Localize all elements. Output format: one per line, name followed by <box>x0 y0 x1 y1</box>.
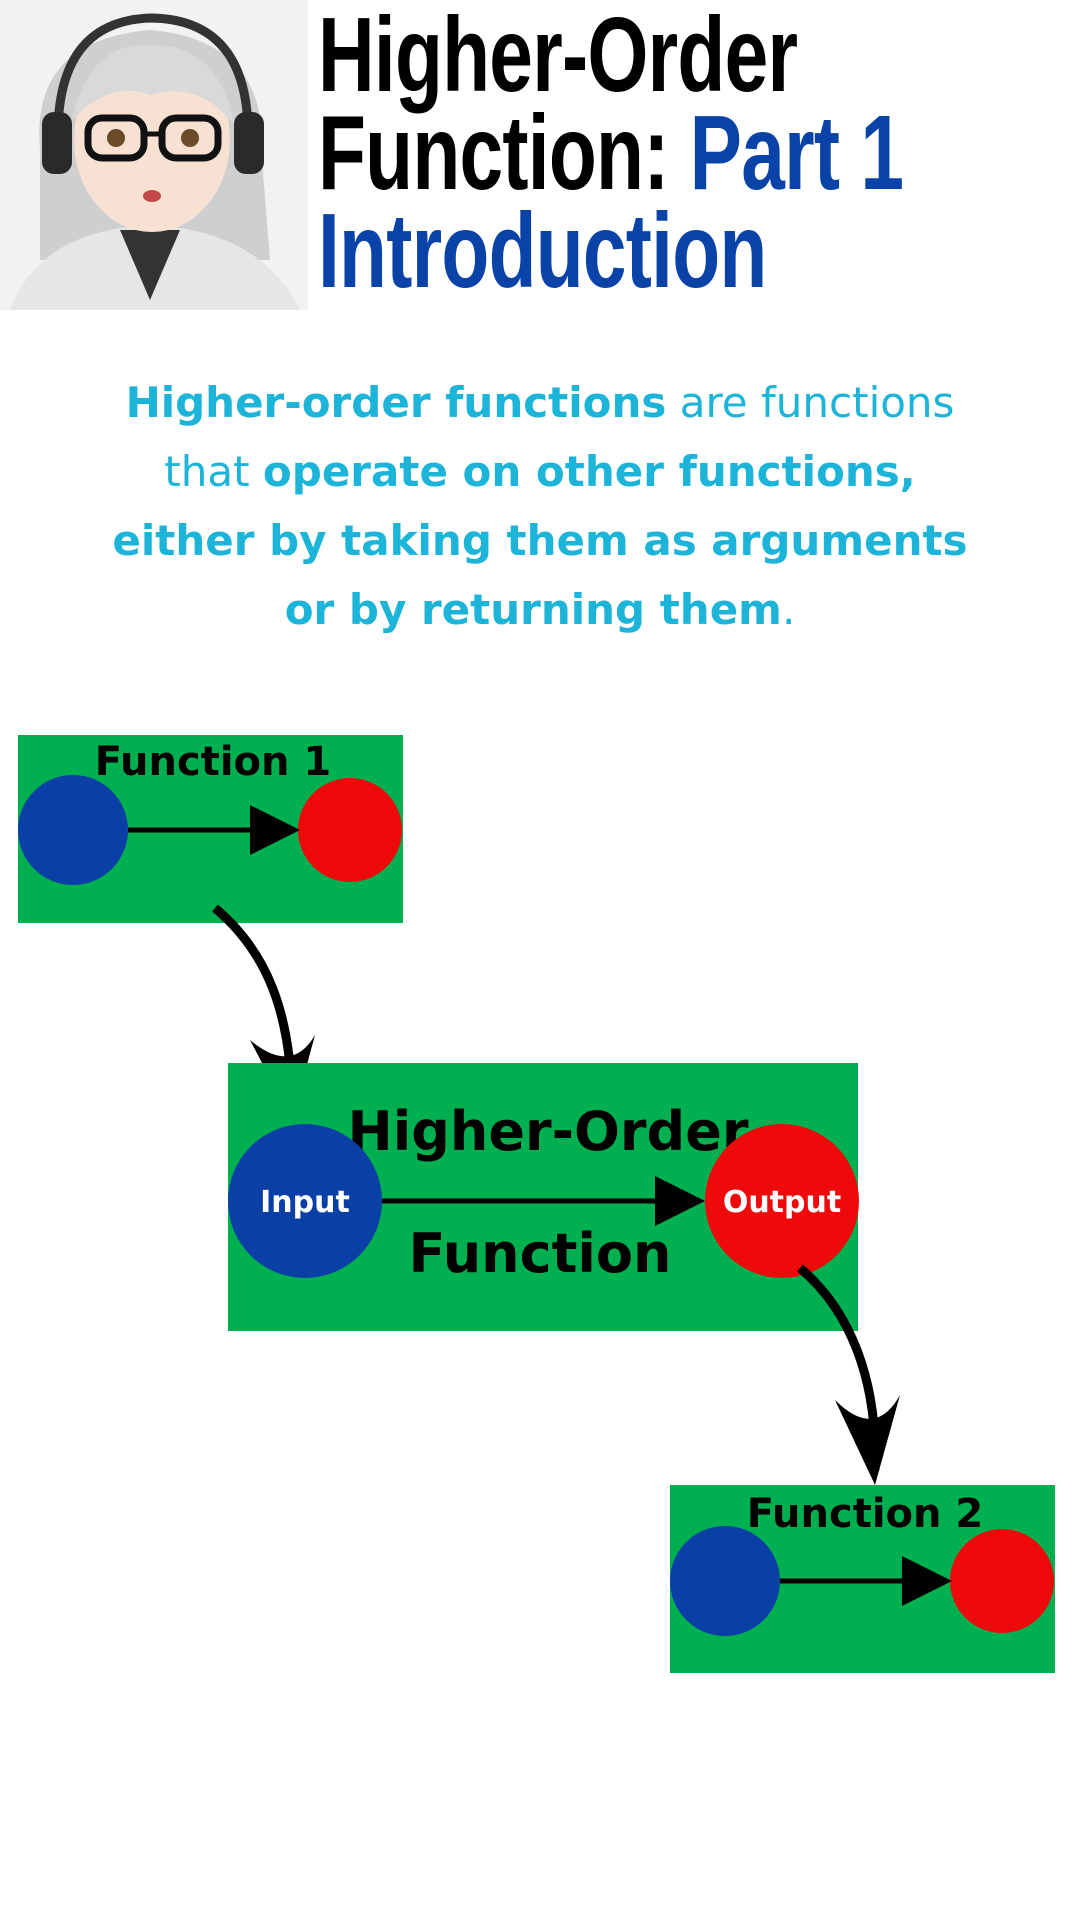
desc-emphasis: operate on other functions, <box>262 447 916 496</box>
input-node <box>228 1124 382 1278</box>
desc-text: that <box>164 447 263 496</box>
hof-label-line-2: Function <box>409 1222 672 1285</box>
function-1-output-node <box>298 778 402 882</box>
function-1-label: Function 1 <box>95 739 332 785</box>
output-label: Output <box>723 1185 841 1220</box>
title-function: Function: <box>318 94 690 212</box>
title-line-3: Introduction <box>318 192 767 310</box>
page-title: Higher-Order Function: Part 1 Introducti… <box>318 0 904 310</box>
desc-term: Higher-order functions <box>125 378 667 427</box>
curve-arrow-2-head <box>835 1395 900 1485</box>
function-2-output-node <box>950 1529 1054 1633</box>
function-1-box: Function 1 <box>18 735 403 923</box>
desc-emphasis: or by returning them <box>284 585 782 634</box>
desc-emphasis: either by taking them as arguments <box>112 516 968 565</box>
title-line-1: Higher-Order <box>318 0 798 114</box>
function-1-input-node <box>18 775 128 885</box>
hof-label-line-1: Higher-Order <box>348 1100 749 1163</box>
title-part: Part 1 <box>689 94 904 212</box>
desc-period: . <box>781 585 796 634</box>
function-2-label: Function 2 <box>747 1491 984 1537</box>
hof-box: Higher-Order Function Input Output <box>228 1063 859 1331</box>
output-node <box>705 1124 859 1278</box>
desc-text: are functions <box>666 378 955 427</box>
input-label: Input <box>260 1185 350 1220</box>
function-2-input-node <box>670 1526 780 1636</box>
title-line-2: Function: Part 1 <box>318 100 904 206</box>
avatar <box>0 0 308 310</box>
function-2-box: Function 2 <box>670 1485 1055 1673</box>
definition-text: Higher-order functions are functions tha… <box>90 368 990 644</box>
